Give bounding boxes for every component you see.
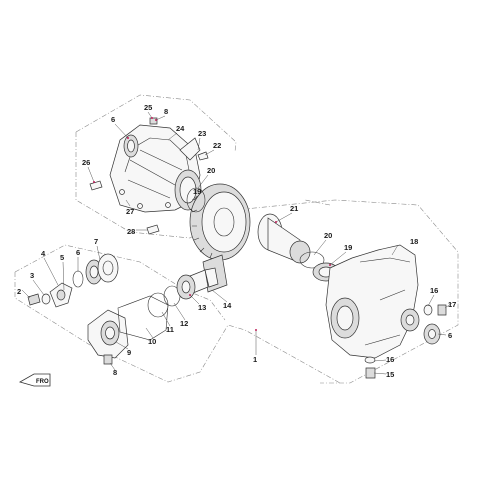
callout-5: 5 bbox=[60, 253, 64, 262]
front-label: FRO bbox=[36, 379, 49, 385]
front-direction-arrow: FRO bbox=[18, 373, 51, 387]
callout-24: 24 bbox=[176, 124, 185, 133]
callout-3: 3 bbox=[30, 271, 34, 280]
callout-22: 22 bbox=[213, 141, 221, 150]
callout-15: 15 bbox=[386, 370, 394, 379]
callout-14: 14 bbox=[223, 301, 232, 310]
left-bearing-parts bbox=[27, 253, 119, 308]
callout-20: 20 bbox=[207, 166, 215, 175]
callout-labels: 25 8 6 24 23 22 26 20 19 27 28 21 20 19 … bbox=[17, 103, 456, 379]
pinion-gear bbox=[189, 254, 228, 294]
callout-10: 10 bbox=[148, 337, 156, 346]
callout-7: 7 bbox=[94, 237, 98, 246]
leader-lines bbox=[21, 111, 453, 375]
seal-upper bbox=[123, 134, 139, 158]
callout-1: 1 bbox=[253, 355, 257, 364]
bolts-upper bbox=[89, 117, 209, 235]
callout-16: 16 bbox=[430, 286, 438, 295]
callout-28: 28 bbox=[127, 227, 135, 236]
callout-8b: 8 bbox=[113, 368, 117, 377]
callout-16b: 16 bbox=[386, 355, 394, 364]
callout-27: 27 bbox=[126, 207, 134, 216]
callout-18: 18 bbox=[410, 237, 418, 246]
main-housing bbox=[325, 244, 420, 359]
callout-20b: 20 bbox=[324, 231, 332, 240]
callout-6: 6 bbox=[111, 115, 115, 124]
leader-dots bbox=[93, 117, 331, 331]
cover-housing bbox=[109, 124, 202, 213]
callout-11: 11 bbox=[166, 325, 174, 334]
lower-cover bbox=[87, 295, 169, 365]
callout-19: 19 bbox=[193, 187, 201, 196]
callout-6c: 6 bbox=[448, 331, 452, 340]
callout-8: 8 bbox=[164, 107, 168, 116]
drain-plug-parts bbox=[364, 304, 447, 379]
callout-21: 21 bbox=[290, 204, 298, 213]
shims bbox=[147, 274, 196, 318]
callout-23: 23 bbox=[198, 129, 206, 138]
callout-12: 12 bbox=[180, 319, 188, 328]
callout-2: 2 bbox=[17, 287, 21, 296]
callout-13: 13 bbox=[198, 303, 206, 312]
callout-25: 25 bbox=[144, 103, 152, 112]
callout-17: 17 bbox=[448, 300, 456, 309]
callout-9: 9 bbox=[127, 348, 131, 357]
carrier bbox=[257, 213, 311, 264]
callout-19b: 19 bbox=[344, 243, 352, 252]
callout-26: 26 bbox=[82, 158, 90, 167]
callout-6b: 6 bbox=[76, 248, 80, 257]
callout-4: 4 bbox=[41, 249, 46, 258]
